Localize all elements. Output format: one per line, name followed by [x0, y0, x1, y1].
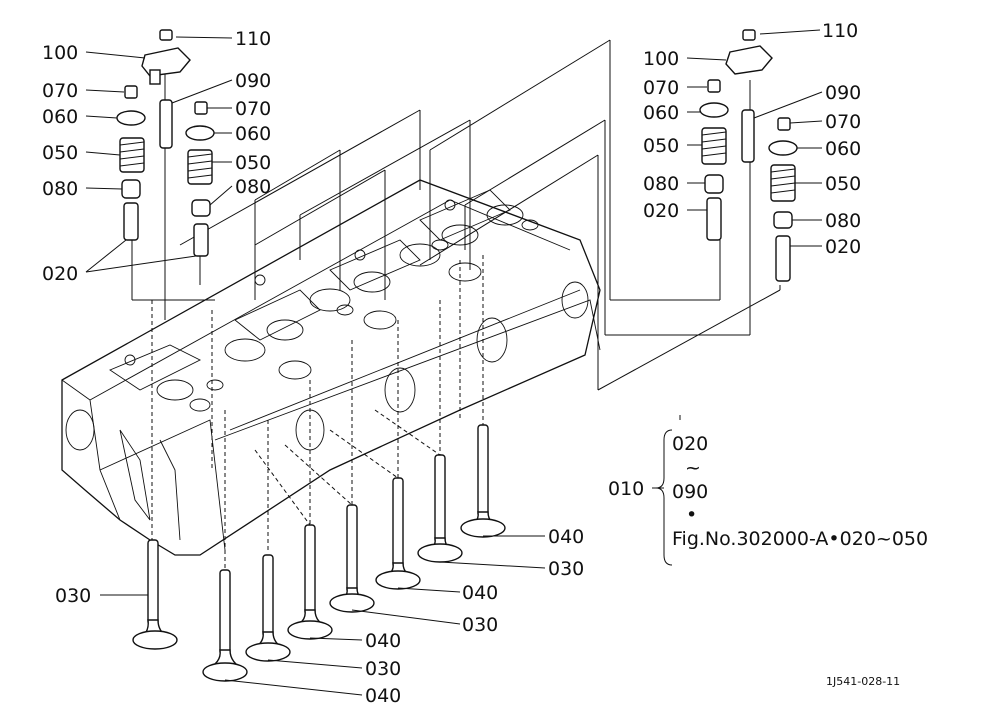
legend: 010 020 ~ 090 • Fig.No.302000-A•020~050	[608, 433, 928, 550]
spring-retainer-060-left	[116, 110, 146, 126]
legend-bullet: •	[686, 504, 697, 526]
drawing-id: 1J541-028-11	[826, 675, 900, 688]
label-050-right2: 050	[825, 173, 861, 195]
valves	[132, 424, 506, 682]
push-rod-090-right	[741, 109, 755, 163]
label-030-c: 030	[462, 614, 498, 636]
label-090-left: 090	[235, 70, 271, 92]
right-spring-assembly	[699, 29, 798, 282]
label-070-left2: 070	[235, 98, 271, 120]
push-rod-090-left	[159, 99, 173, 149]
label-090-right: 090	[825, 82, 861, 104]
valve-4	[287, 524, 333, 640]
label-060-left2: 060	[235, 123, 271, 145]
valve-guide-020-right2	[775, 235, 791, 282]
label-020-right2: 020	[825, 236, 861, 258]
part-labels: 100 070 060 050 080 020 110 090 070 060 …	[42, 20, 861, 707]
label-070-left: 070	[42, 80, 78, 102]
legend-part-010: 010	[608, 478, 644, 500]
label-020-right: 020	[643, 200, 679, 222]
valve-cap-110-right	[742, 29, 756, 41]
label-060-right2: 060	[825, 138, 861, 160]
valve-guide-020-right	[706, 197, 722, 241]
label-020-left: 020	[42, 263, 78, 285]
valve-keeper-070-left2	[194, 101, 208, 115]
label-100-right: 100	[643, 48, 679, 70]
valve-spring-050-left	[119, 137, 145, 173]
valve-seal-080-left2	[191, 199, 211, 217]
label-040-a: 040	[365, 685, 401, 707]
valve-spring-050-left2	[187, 149, 213, 185]
legend-range-sep: ~	[685, 457, 701, 479]
legend-reference: Fig.No.302000-A•020~050	[672, 528, 928, 550]
valve-cap-110-left	[159, 29, 173, 41]
valve-2	[202, 569, 248, 682]
label-110-right: 110	[822, 20, 858, 42]
label-040-c: 040	[462, 582, 498, 604]
rocker-arm-100-right	[725, 45, 773, 75]
label-040-b: 040	[365, 630, 401, 652]
valve-seal-080-left	[121, 179, 141, 199]
valve-6	[375, 477, 421, 590]
valve-keeper-070-right	[707, 79, 721, 93]
valve-7	[417, 454, 463, 563]
leader-lines	[131, 39, 781, 570]
cylinder-head	[61, 179, 601, 556]
label-080-left2: 080	[235, 176, 271, 198]
label-050-left2: 050	[235, 152, 271, 174]
valve-3	[245, 554, 291, 662]
label-050-right: 050	[643, 135, 679, 157]
rocker-arm-100-left	[141, 47, 191, 77]
valve-seal-080-right2	[773, 211, 793, 229]
callout-leaders	[85, 29, 823, 696]
label-080-right: 080	[643, 173, 679, 195]
label-080-right2: 080	[825, 210, 861, 232]
valve-8	[460, 424, 506, 538]
valve-5	[329, 504, 375, 613]
label-030-a: 030	[55, 585, 91, 607]
label-070-right2: 070	[825, 111, 861, 133]
valve-guide-020-left2	[193, 223, 209, 257]
valve-spring-050-right2	[770, 164, 796, 202]
spring-retainer-060-left2	[185, 125, 215, 141]
valve-spring-050-right	[701, 127, 727, 165]
valve-guide-020-left	[123, 202, 139, 241]
label-100-left: 100	[42, 42, 78, 64]
legend-range-start: 020	[672, 433, 708, 455]
valve-seal-080-right	[704, 174, 724, 194]
valve-keeper-070-right2	[777, 117, 791, 131]
valve-keeper-070-left	[124, 85, 138, 99]
label-110-left: 110	[235, 28, 271, 50]
valve-1	[132, 539, 178, 650]
label-060-left: 060	[42, 106, 78, 128]
spring-retainer-060-right	[699, 102, 729, 118]
legend-range-end: 090	[672, 481, 708, 503]
label-070-right: 070	[643, 77, 679, 99]
label-030-b: 030	[365, 658, 401, 680]
label-060-right: 060	[643, 102, 679, 124]
label-080-left: 080	[42, 178, 78, 200]
spring-retainer-060-right2	[768, 140, 798, 156]
label-040-d: 040	[548, 526, 584, 548]
label-050-left: 050	[42, 142, 78, 164]
label-030-d: 030	[548, 558, 584, 580]
